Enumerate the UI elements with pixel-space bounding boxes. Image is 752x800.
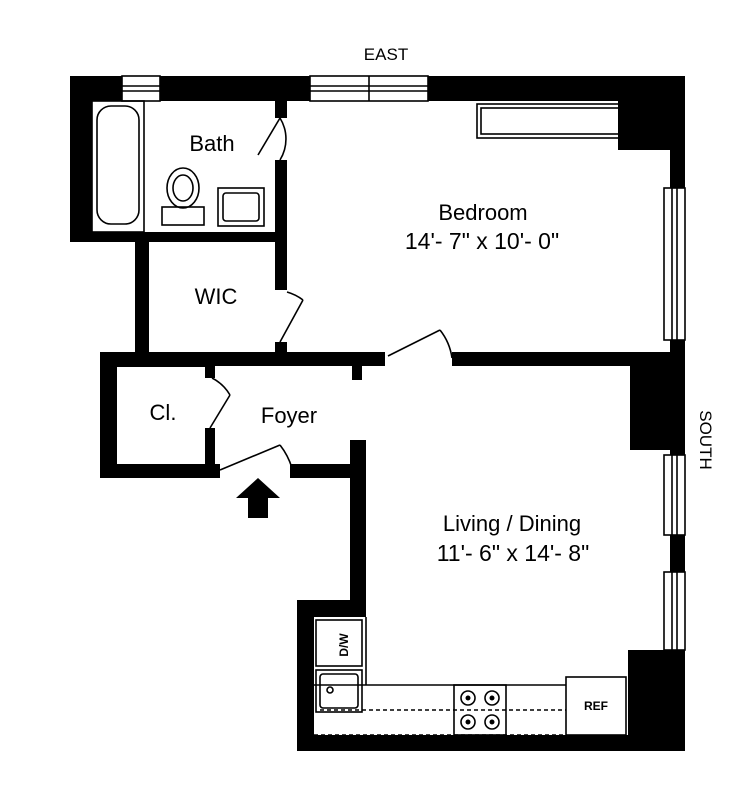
exterior-walls: [70, 76, 685, 751]
room-name-foyer: Foyer: [261, 403, 317, 428]
room-name-bedroom: Bedroom: [438, 200, 527, 225]
room-name-living: Living / Dining: [443, 511, 581, 536]
refrigerator-label: REF: [584, 699, 608, 713]
room-name-bath: Bath: [189, 131, 234, 156]
kitchen-fixtures: D/W REF: [314, 617, 627, 736]
toilet-icon: [161, 167, 205, 226]
windows: [121, 75, 686, 651]
compass-east-label: EAST: [364, 45, 408, 64]
interior-walls: [205, 100, 366, 478]
room-name-wic: WIC: [195, 284, 238, 309]
room-dimensions-living: 11'- 6" x 14'- 8": [437, 540, 590, 566]
dishwasher-label: D/W: [337, 633, 351, 657]
dishwasher: D/W: [315, 619, 363, 667]
stove-icon: [453, 684, 507, 736]
refrigerator: REF: [565, 676, 627, 736]
bath-fixtures: [91, 100, 265, 233]
sink-icon: [217, 187, 265, 227]
kitchen-sink-icon: [315, 669, 363, 713]
radiator: [476, 103, 628, 139]
doors: [209, 117, 453, 471]
compass-south-label: SOUTH: [696, 410, 715, 470]
room-dimensions-bedroom: 14'- 7" x 10'- 0": [405, 228, 559, 254]
room-name-closet: Cl.: [150, 400, 177, 425]
entrance-arrow-icon: [236, 478, 280, 518]
